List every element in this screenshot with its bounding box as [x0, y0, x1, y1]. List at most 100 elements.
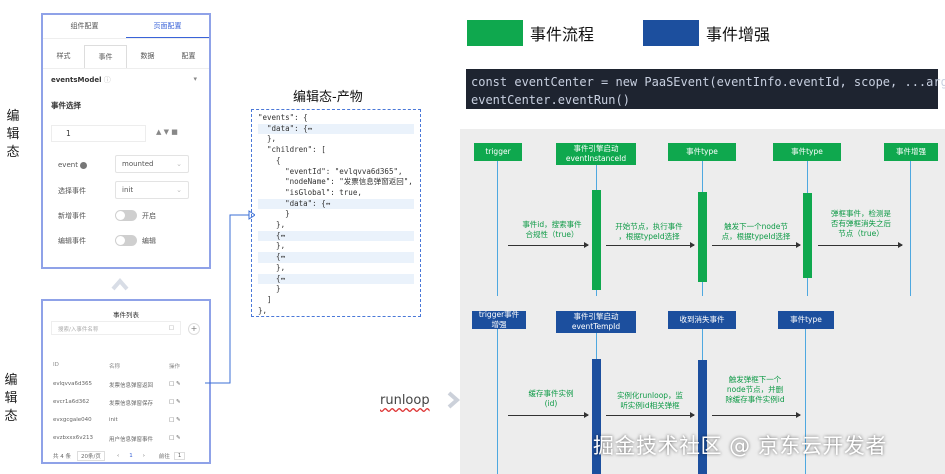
- choose-event-select[interactable]: init⌄: [115, 181, 189, 199]
- json-line: "data": {↔: [258, 123, 414, 135]
- flow-arrow: [508, 412, 589, 418]
- row-id: evzbxxx6v213: [53, 435, 94, 441]
- legend-swatch-enhance: [643, 20, 699, 46]
- json-line: },: [258, 241, 286, 251]
- choose-event-label: 选择事件: [58, 187, 86, 195]
- table-row[interactable]: evcr1a6d362 发票信息弹窗保存 □ ✎: [53, 399, 201, 407]
- move-down-icon[interactable]: ▼: [163, 128, 170, 136]
- tab-event[interactable]: 事件: [84, 45, 127, 68]
- flow-note: 事件id，搜索事件 合规性（true）: [522, 220, 582, 239]
- table-row[interactable]: evxgcgale040 init □ ✎: [53, 417, 201, 423]
- tab-component-config[interactable]: 组件配置: [70, 22, 99, 30]
- header-event-enhance: 事件增强: [884, 143, 938, 161]
- header-event-type-1: 事件type: [668, 143, 736, 161]
- chevron-down-icon: ⌄: [176, 160, 182, 168]
- json-line: "events": {: [258, 113, 308, 122]
- header-trigger: trigger: [474, 143, 522, 161]
- flow-arrow: [606, 412, 695, 418]
- row-actions-icon[interactable]: □ ✎: [169, 381, 181, 387]
- add-event-toggle[interactable]: [115, 210, 137, 221]
- json-line: ]: [258, 294, 272, 304]
- column-header: 操作: [169, 364, 181, 370]
- row-name: 发票信息弹窗保存: [109, 401, 154, 407]
- json-line: "nodeName": "发票信息弹窗返回",: [258, 177, 413, 187]
- activation-bar: [698, 192, 707, 282]
- info-icon: ⓘ: [103, 76, 111, 84]
- row-actions-icon[interactable]: □ ✎: [169, 417, 181, 423]
- table-row[interactable]: evlqvva6d365 发票信息弹窗返回 □ ✎: [53, 381, 201, 389]
- chevron-down-icon[interactable]: ▾: [193, 75, 197, 83]
- header-event-type-2: 事件type: [773, 143, 841, 161]
- page-size-select[interactable]: 20条/页: [77, 451, 105, 461]
- column-header: ID: [53, 362, 59, 368]
- lifeline: [805, 327, 806, 474]
- tab-page-config[interactable]: 页面配置: [126, 15, 209, 38]
- header-dismiss-event: 收到消失事件: [668, 311, 736, 329]
- page-number[interactable]: 1: [129, 453, 133, 459]
- edit-event-toggle[interactable]: [115, 235, 137, 246]
- header-engine-start-temp: 事件引擎启动 eventTempId: [556, 311, 636, 333]
- header-trigger-enhance: trigger事件 增强: [472, 310, 526, 329]
- events-model-label: eventsModel: [51, 76, 102, 84]
- index-input[interactable]: 1: [51, 125, 146, 142]
- code-line-1: const eventCenter = new PaaSEvent(eventI…: [471, 75, 945, 89]
- json-line: },: [258, 262, 286, 272]
- flow-arrow: [712, 242, 801, 248]
- json-line: {↔: [258, 273, 414, 285]
- code-block: const eventCenter = new PaaSEvent(eventI…: [466, 69, 945, 109]
- add-button[interactable]: +: [188, 323, 200, 335]
- json-line: }: [258, 209, 290, 219]
- editor-panel: 组件配置 页面配置 样式 事件 数据 配置 eventsModel ⓘ ▾ 事件…: [41, 13, 211, 269]
- row-actions-icon[interactable]: □ ✎: [169, 399, 181, 405]
- row-name: init: [109, 417, 118, 423]
- chevron-down-icon: ⌄: [176, 186, 182, 194]
- lifeline: [497, 327, 498, 474]
- legend-label-flow: 事件流程: [530, 25, 595, 44]
- goto-input[interactable]: 1: [173, 452, 186, 460]
- json-panel: "events": { "data": {↔ }, "children": [ …: [251, 109, 421, 317]
- header-event-type-3: 事件type: [778, 311, 834, 329]
- event-search-input[interactable]: 搜索/入事件名称 □: [51, 321, 181, 335]
- add-event-label: 新增事件: [58, 212, 86, 220]
- editor-tabs: 样式 事件 数据 配置: [43, 45, 209, 69]
- row-name: 用户信息弹窗事件: [109, 437, 154, 443]
- flow-arrow: [508, 242, 589, 248]
- tab-style[interactable]: 样式: [56, 52, 71, 60]
- event-select[interactable]: mounted⌄: [115, 155, 189, 173]
- delete-icon[interactable]: ■: [171, 128, 178, 136]
- lifeline: [910, 159, 911, 296]
- row-actions-icon[interactable]: □ ✎: [169, 435, 181, 441]
- side-label-char: 编: [4, 373, 18, 388]
- table-row[interactable]: evzbxxx6v213 用户信息弹窗事件 □ ✎: [53, 435, 201, 443]
- move-up-icon[interactable]: ▲: [156, 128, 162, 136]
- next-page-icon[interactable]: ›: [142, 453, 145, 459]
- json-line: "isGlobal": true,: [258, 187, 362, 197]
- copy-icon: □: [168, 325, 174, 331]
- json-line: {↔: [258, 230, 414, 242]
- flow-note: 缓存事件实例 (id): [528, 389, 574, 408]
- event-label: event: [58, 161, 88, 169]
- activation-bar: [592, 190, 601, 290]
- side-label-char: 辑: [4, 391, 18, 406]
- flow-diagram: trigger 事件引擎启动 eventInstanceId 事件type 事件…: [460, 129, 945, 474]
- section-title: 事件选择: [51, 101, 81, 110]
- flow-arrow: [818, 242, 903, 248]
- flow-arrow: [606, 242, 695, 248]
- side-label-char: 态: [4, 409, 18, 424]
- edit-event-label: 编辑事件: [58, 237, 86, 245]
- help-icon: [80, 161, 88, 169]
- row-id: evxgcgale040: [53, 417, 92, 423]
- tab-data[interactable]: 数据: [140, 52, 155, 60]
- prev-page-icon[interactable]: ‹: [117, 453, 120, 459]
- flow-note: 实例化runloop，监 听实例id相关弹框: [616, 391, 684, 410]
- flow-note: 触发弹框下一个 node节点，并删 除缓存事件实例id: [725, 375, 785, 404]
- events-model-row[interactable]: eventsModel ⓘ ▾: [51, 75, 197, 85]
- config-tabs: 组件配置 页面配置: [43, 15, 209, 39]
- json-line: {: [258, 155, 281, 165]
- side-label-bottom: 编 辑 态: [3, 372, 19, 426]
- header-engine-start-temp-label: 事件引擎启动 eventTempId: [571, 312, 621, 331]
- watermark: 掘金技术社区 @ 京东云开发者: [593, 434, 887, 458]
- tab-config[interactable]: 配置: [181, 52, 196, 60]
- table-header: ID 名称 操作: [53, 362, 201, 370]
- flow-note: 弹框事件，检测是 否有弹框消失之后 节点（true）: [831, 209, 891, 238]
